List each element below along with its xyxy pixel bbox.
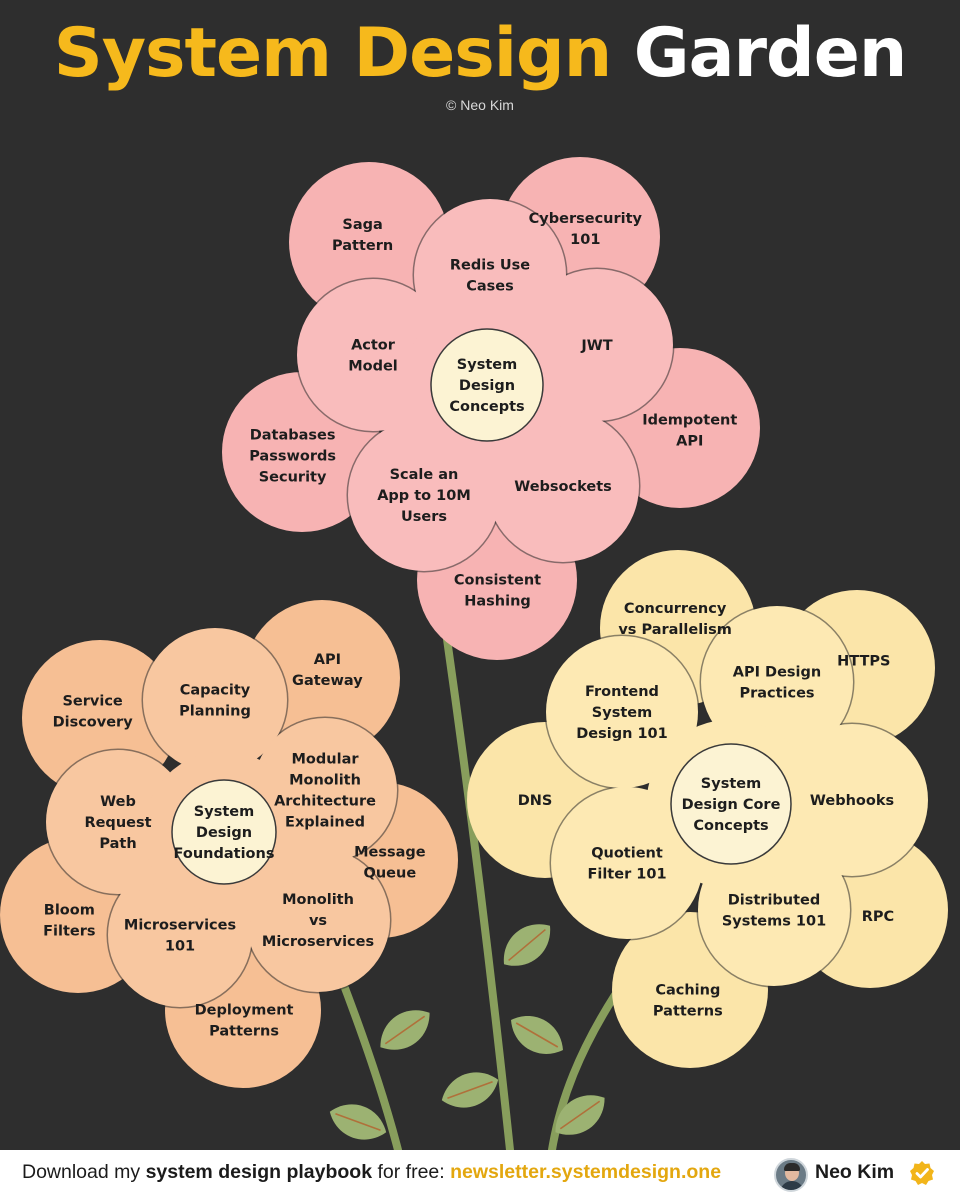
inner-ring bbox=[544, 604, 930, 988]
inner-ring bbox=[295, 197, 675, 573]
footer-text: Download my system design playbook for f… bbox=[22, 1161, 721, 1184]
leaves bbox=[329, 924, 605, 1140]
center-disc bbox=[171, 779, 277, 885]
title-part-1: System Design bbox=[53, 14, 612, 93]
outer-petal-saga-pattern bbox=[289, 162, 449, 322]
outer-label-rpc: RPC bbox=[862, 909, 894, 925]
inner-petal-frontend-system-design-101 bbox=[546, 636, 698, 788]
page-title: System Design Garden bbox=[0, 14, 960, 94]
stem-right bbox=[548, 991, 619, 1154]
avatar bbox=[774, 1158, 808, 1192]
inner-label-websockets: Websockets bbox=[514, 479, 612, 495]
newsletter-link[interactable]: newsletter.systemdesign.one bbox=[450, 1161, 722, 1183]
inner-petal-webhooks bbox=[776, 724, 928, 876]
inner-ring bbox=[44, 626, 399, 1009]
outer-label-https: HTTPS bbox=[837, 654, 890, 670]
author-name: Neo Kim bbox=[815, 1161, 895, 1183]
center-disc bbox=[670, 743, 792, 865]
center-disc bbox=[430, 328, 544, 442]
footer-bar: Download my system design playbook for f… bbox=[0, 1150, 960, 1200]
footer-prefix: Download my bbox=[22, 1161, 141, 1183]
inner-petal-capacity-planning bbox=[143, 628, 287, 772]
stem-left bbox=[336, 971, 402, 1154]
footer-highlight: system design playbook bbox=[145, 1161, 373, 1183]
verified-badge-icon bbox=[910, 1161, 934, 1185]
inner-label-jwt: JWT bbox=[580, 338, 612, 354]
copyright: © Neo Kim bbox=[446, 97, 514, 113]
inner-label-webhooks: Webhooks bbox=[810, 793, 894, 809]
stem-top bbox=[441, 621, 514, 1154]
title-part-2: Garden bbox=[633, 14, 907, 93]
outer-label-dns: DNS bbox=[518, 793, 553, 809]
stems bbox=[336, 621, 619, 1154]
footer-middle: for free: bbox=[377, 1161, 445, 1183]
